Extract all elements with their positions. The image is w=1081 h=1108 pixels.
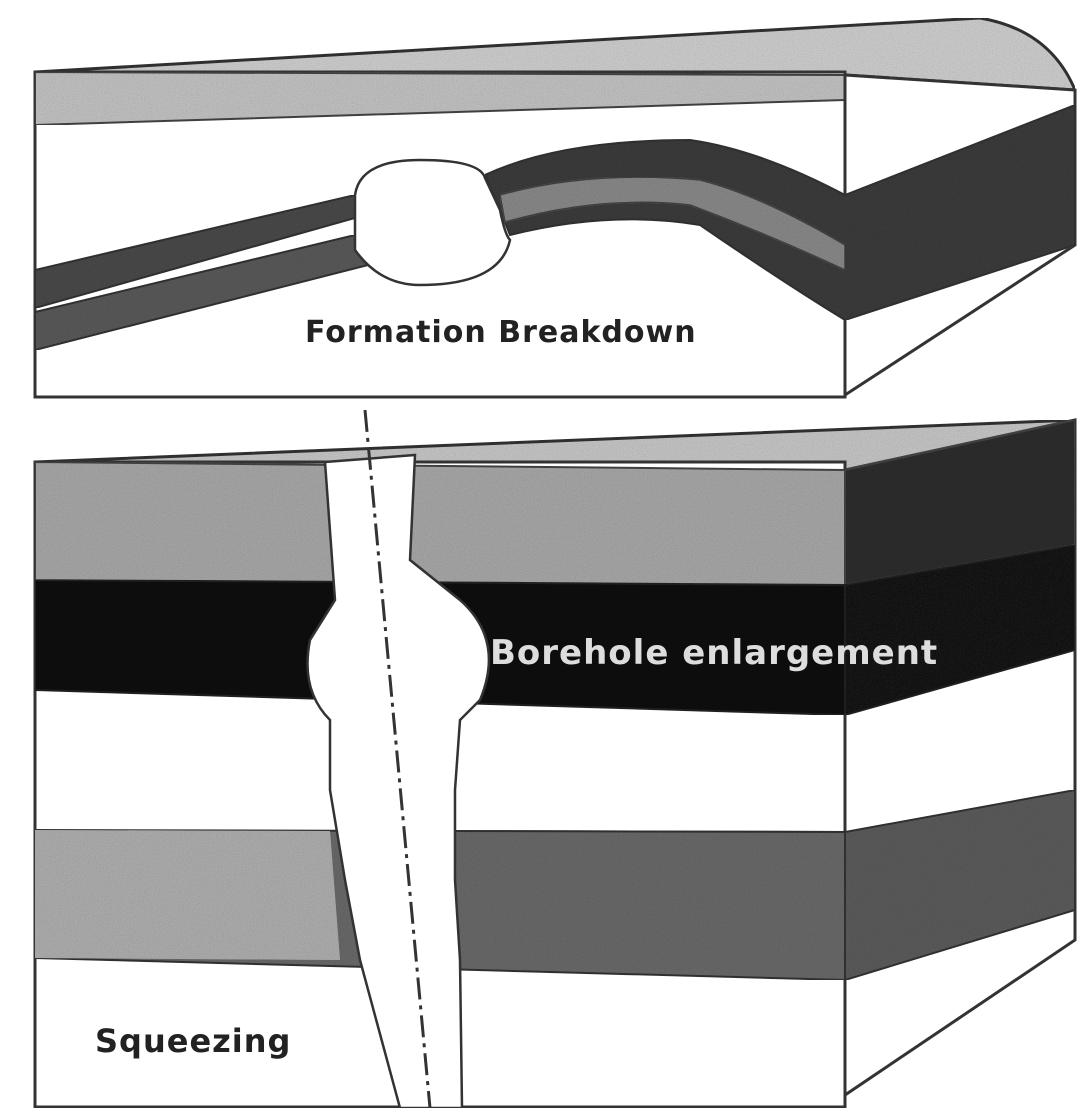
- stratum-upper-light: [35, 462, 845, 585]
- borehole-enlargement-label: Borehole enlargement: [490, 633, 938, 673]
- formation-breakdown-label: Formation Breakdown: [305, 315, 697, 350]
- stratum-lower-light: [35, 830, 340, 960]
- top-block: Formation Breakdown: [35, 18, 1075, 397]
- bottom-block: Borehole enlargement Squeezing: [35, 410, 1075, 1108]
- squeezing-label: Squeezing: [95, 1022, 291, 1060]
